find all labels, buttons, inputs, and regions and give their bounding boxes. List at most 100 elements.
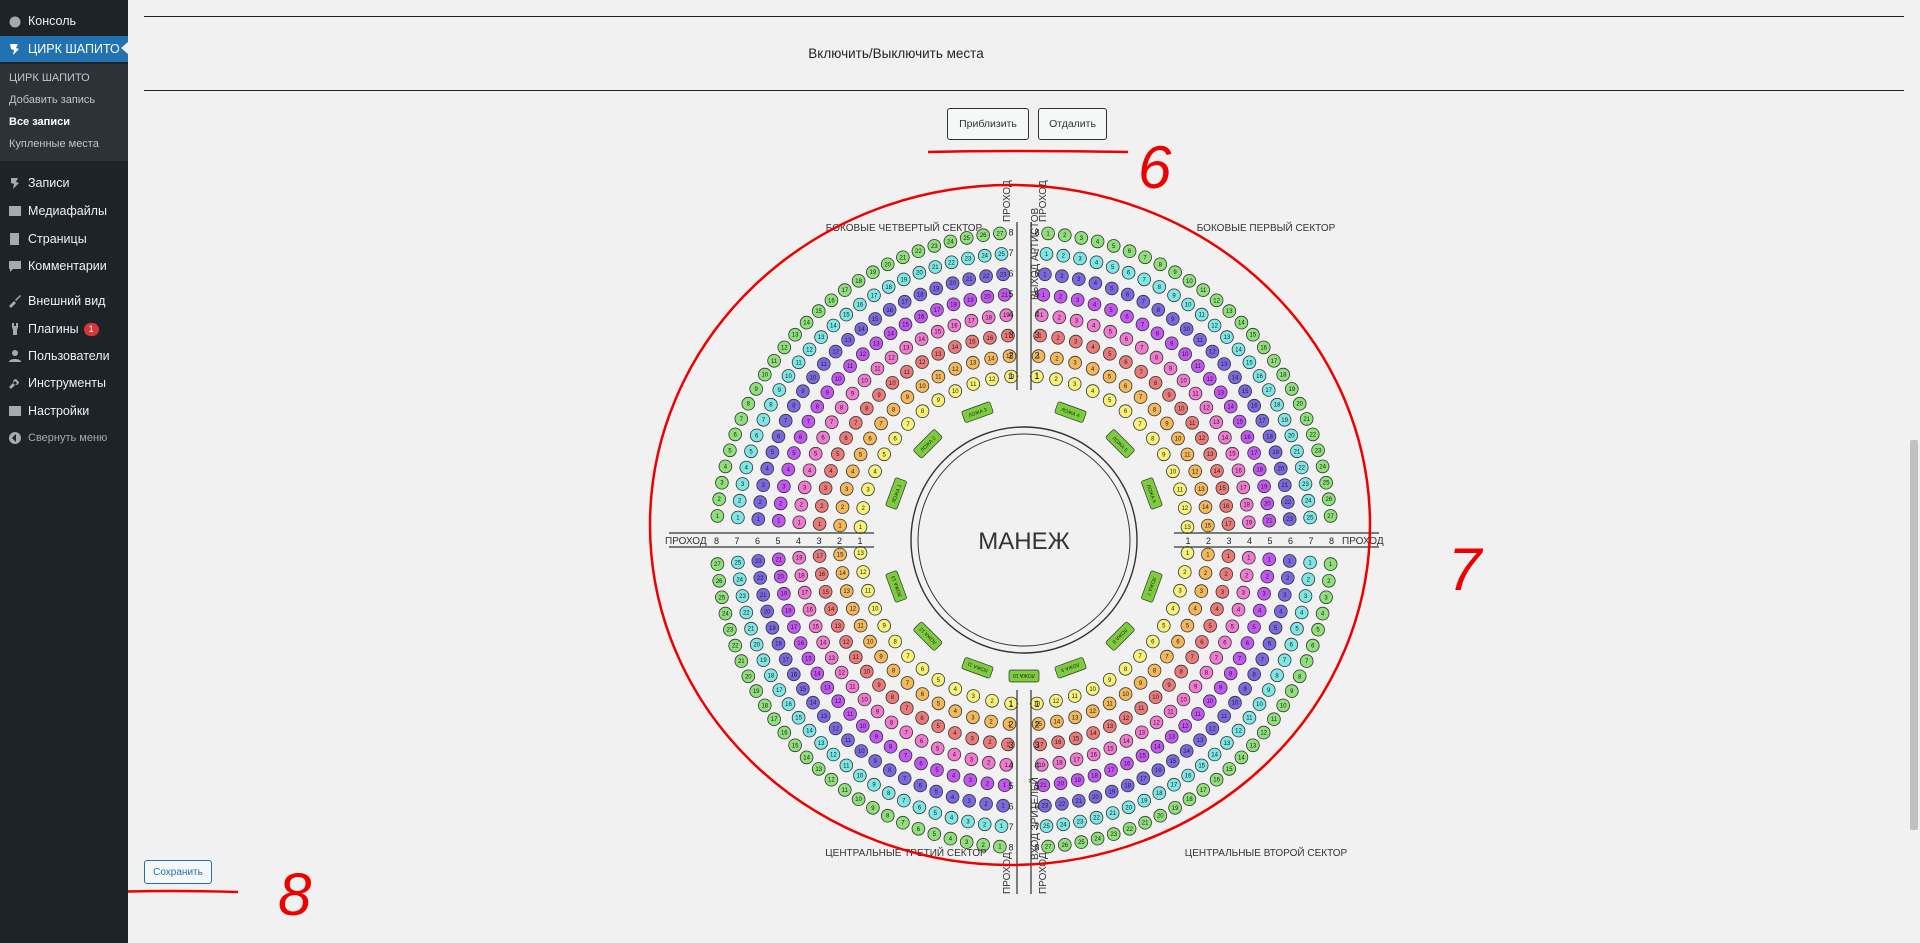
seat-circle[interactable] bbox=[1121, 265, 1136, 280]
seat-circle[interactable] bbox=[1068, 334, 1083, 349]
seat[interactable]: 13 bbox=[841, 332, 855, 347]
seat[interactable]: 9 bbox=[1157, 447, 1171, 462]
seat-circle[interactable] bbox=[1252, 462, 1267, 477]
seat[interactable]: 13 bbox=[1180, 520, 1195, 534]
seat[interactable]: 24 bbox=[732, 572, 747, 587]
seat[interactable]: 17 bbox=[778, 652, 793, 667]
seat[interactable]: 22 bbox=[1089, 810, 1104, 825]
seat[interactable]: 5 bbox=[808, 446, 823, 461]
seat-circle[interactable] bbox=[1137, 272, 1151, 287]
seat-circle[interactable] bbox=[1255, 652, 1270, 667]
seat-circle[interactable] bbox=[1049, 372, 1063, 387]
seat[interactable]: 10 bbox=[857, 373, 872, 388]
seat[interactable]: 3 bbox=[839, 482, 854, 496]
seat[interactable]: 4 bbox=[868, 464, 882, 479]
box-seat[interactable]: ЛОЖА 8 bbox=[1105, 621, 1135, 651]
seat-circle[interactable] bbox=[947, 318, 962, 333]
seat-circle[interactable] bbox=[946, 768, 961, 783]
seat-circle[interactable] bbox=[781, 697, 796, 711]
seat-circle[interactable] bbox=[1247, 446, 1261, 460]
box-rect[interactable] bbox=[1105, 621, 1135, 651]
seat-circle[interactable] bbox=[1106, 239, 1121, 253]
seat[interactable]: 14 bbox=[835, 566, 850, 580]
seat-circle[interactable] bbox=[1191, 707, 1205, 721]
seat-circle[interactable] bbox=[983, 330, 997, 345]
seat[interactable]: 1 bbox=[1036, 287, 1051, 302]
seat-circle[interactable] bbox=[965, 731, 979, 746]
seat-circle[interactable] bbox=[1087, 297, 1102, 312]
seat-circle[interactable] bbox=[1086, 747, 1101, 762]
seat[interactable]: 3 bbox=[1194, 584, 1209, 598]
seat-circle[interactable] bbox=[771, 513, 786, 528]
seat-circle[interactable] bbox=[777, 586, 791, 601]
box-rect[interactable] bbox=[1008, 669, 1040, 683]
seat[interactable]: 18 bbox=[764, 668, 778, 683]
seat[interactable]: 16 bbox=[1247, 398, 1261, 413]
seat-circle[interactable] bbox=[859, 401, 874, 416]
seat[interactable]: 7 bbox=[896, 815, 910, 830]
seat-circle[interactable] bbox=[857, 373, 872, 388]
seat-circle[interactable] bbox=[1180, 447, 1195, 462]
seat-circle[interactable] bbox=[996, 267, 1010, 282]
seat[interactable]: 8 bbox=[1247, 667, 1261, 682]
seat-circle[interactable] bbox=[1315, 459, 1330, 474]
seat[interactable]: 20 bbox=[1053, 776, 1068, 791]
seat-circle[interactable] bbox=[984, 351, 998, 366]
seat-circle[interactable] bbox=[718, 606, 733, 621]
seat[interactable]: 15 bbox=[1238, 384, 1252, 399]
seat[interactable]: 12 bbox=[845, 601, 860, 616]
seat[interactable]: 2 bbox=[1281, 571, 1295, 585]
seat-circle[interactable] bbox=[1219, 567, 1233, 581]
seat-circle[interactable] bbox=[1274, 604, 1288, 619]
seat[interactable]: 7 bbox=[897, 771, 912, 786]
seat-circle[interactable] bbox=[1038, 798, 1052, 813]
seat[interactable]: 10 bbox=[757, 367, 772, 382]
seat[interactable]: 3 bbox=[964, 752, 979, 767]
seat[interactable]: 3 bbox=[1298, 589, 1313, 603]
seat[interactable]: 8 bbox=[1152, 280, 1167, 294]
seat-circle[interactable] bbox=[928, 260, 943, 274]
seat[interactable]: 5 bbox=[931, 719, 945, 733]
seat-circle[interactable] bbox=[1056, 248, 1071, 263]
seat-circle[interactable] bbox=[930, 303, 944, 317]
seat-circle[interactable] bbox=[744, 621, 758, 636]
seat-circle[interactable] bbox=[1119, 355, 1133, 369]
seat[interactable]: 2 bbox=[712, 492, 726, 507]
seat[interactable]: 3 bbox=[962, 793, 976, 808]
menu-media[interactable]: Медиафайлы bbox=[0, 199, 128, 223]
seat[interactable]: 7 bbox=[896, 793, 911, 808]
seat-circle[interactable] bbox=[765, 620, 780, 635]
seat-circle[interactable] bbox=[888, 634, 902, 649]
seat-circle[interactable] bbox=[964, 313, 979, 328]
seat[interactable]: 8 bbox=[1270, 668, 1284, 683]
seat[interactable]: 10 bbox=[1176, 373, 1191, 388]
seat-circle[interactable] bbox=[930, 324, 945, 339]
seat-circle[interactable] bbox=[760, 604, 774, 619]
seat-circle[interactable] bbox=[1231, 602, 1246, 617]
seat[interactable]: 17 bbox=[1069, 752, 1084, 767]
seat-circle[interactable] bbox=[1176, 373, 1191, 388]
seat[interactable]: 12 bbox=[1231, 723, 1246, 738]
seat[interactable]: 11 bbox=[861, 583, 875, 598]
seat-circle[interactable] bbox=[1051, 330, 1065, 345]
seat-circle[interactable] bbox=[1292, 396, 1307, 411]
seat[interactable]: 21 bbox=[1278, 478, 1292, 493]
seat-circle[interactable] bbox=[839, 758, 854, 773]
seat[interactable]: 9 bbox=[1166, 312, 1180, 326]
seat[interactable]: 8 bbox=[915, 404, 930, 419]
seat-circle[interactable] bbox=[741, 396, 756, 411]
seat-circle[interactable] bbox=[1179, 744, 1194, 758]
submenu-all-posts[interactable]: Все записи bbox=[9, 116, 70, 128]
seat-circle[interactable] bbox=[802, 463, 817, 478]
seat-circle[interactable] bbox=[1167, 288, 1181, 303]
seat[interactable]: 13 bbox=[816, 709, 831, 723]
seat-circle[interactable] bbox=[1118, 379, 1133, 393]
seat[interactable]: 5 bbox=[853, 447, 868, 462]
seat[interactable]: 14 bbox=[1210, 464, 1224, 478]
seat-circle[interactable] bbox=[1298, 477, 1313, 491]
seat[interactable]: 3 bbox=[1068, 334, 1083, 349]
seat[interactable]: 6 bbox=[793, 430, 808, 444]
seat[interactable]: 22 bbox=[979, 269, 993, 284]
seat[interactable]: 11 bbox=[1180, 447, 1195, 462]
seat[interactable]: 18 bbox=[1262, 429, 1277, 444]
